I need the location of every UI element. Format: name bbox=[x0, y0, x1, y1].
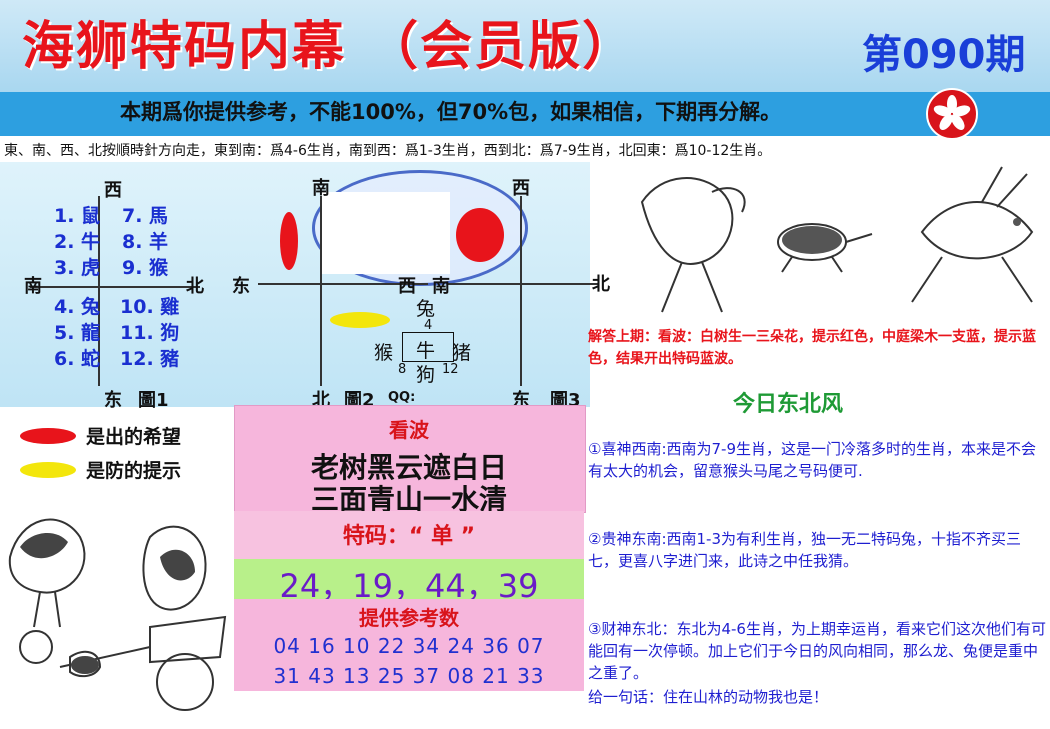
fig1-west-label: 西 bbox=[104, 180, 122, 201]
reference-title: 提供参考数 bbox=[359, 606, 459, 630]
fig2-vertical-line bbox=[320, 196, 322, 386]
grid-top-number: 4 bbox=[424, 318, 433, 333]
fig1-east-label: 东 bbox=[104, 390, 122, 411]
banner-text: 本期爲你提供参考，不能100%，但70%包，如果相信，下期再分解。 bbox=[120, 100, 782, 124]
fig3-horizontal-line bbox=[448, 283, 598, 285]
qq-label: QQ: bbox=[388, 390, 416, 405]
fig1-horizontal-line bbox=[30, 286, 200, 288]
zodiac-item: 11. 狗 bbox=[120, 322, 180, 344]
fig2-horizontal-line bbox=[258, 283, 428, 285]
red-circle-icon bbox=[456, 208, 504, 262]
fig1-north-label: 北 bbox=[186, 276, 204, 297]
tema-label: 特码：“ 单 ” bbox=[342, 524, 476, 549]
fig1-vertical-line bbox=[98, 196, 100, 386]
kanbo-title: 看波 bbox=[389, 418, 429, 442]
zodiac-item: 9. 猴 bbox=[122, 257, 169, 279]
header-background bbox=[0, 0, 1050, 92]
red-oval-icon bbox=[280, 212, 298, 270]
banner bbox=[0, 92, 1050, 136]
zodiac-item: 5. 龍 bbox=[54, 322, 101, 344]
grid-bottom-zodiac: 狗 bbox=[416, 364, 436, 386]
red-legend-icon bbox=[20, 428, 76, 444]
legend-red-text: 是出的希望 bbox=[86, 426, 182, 448]
hk-flower-icon bbox=[926, 88, 978, 140]
fig1-south-label: 南 bbox=[24, 276, 42, 297]
special-numbers: 24，19，44，39 bbox=[279, 567, 539, 605]
grid-left-zodiac: 猴 bbox=[374, 342, 394, 364]
fig1-caption: 圖1 bbox=[138, 390, 169, 411]
reference-row-2: 31 43 13 25 37 08 21 33 bbox=[273, 664, 545, 688]
zodiac-item: 10. 雞 bbox=[120, 296, 180, 318]
issue-number: 第090期 bbox=[862, 32, 1026, 78]
zodiac-item: 6. 蛇 bbox=[54, 348, 101, 370]
numbers-row bbox=[234, 559, 584, 599]
page-title: 海狮特码内幕 （会员版） bbox=[22, 16, 637, 77]
reference-row-1: 04 16 10 22 34 24 36 07 bbox=[273, 634, 545, 658]
grid-left-number: 8 bbox=[398, 362, 407, 377]
zodiac-item: 7. 馬 bbox=[122, 205, 169, 227]
grid-top-zodiac: 兔 bbox=[416, 298, 436, 320]
zodiac-item: 3. 虎 bbox=[54, 257, 101, 279]
paragraph-1: ①喜神西南:西南为7-9生肖，这是一门冷落多时的生肖，本来是不会有太大的机会，留… bbox=[588, 440, 1037, 480]
fig2-south-label: 南 bbox=[312, 178, 330, 199]
zodiac-item: 4. 兔 bbox=[54, 296, 101, 318]
fig3-vertical-line bbox=[520, 196, 522, 386]
legend-yellow-text: 是防的提示 bbox=[86, 460, 182, 482]
paragraph-2: ②贵神东南:西南1-3为有利生肖，独一无二特码兔，十指不齐买三七，更喜八字进门来… bbox=[588, 530, 1022, 570]
zodiac-item: 8. 羊 bbox=[122, 231, 169, 253]
grid-center-box bbox=[402, 332, 454, 362]
zodiac-item: 12. 豬 bbox=[120, 348, 180, 370]
grid-center-zodiac: 牛 bbox=[416, 340, 436, 362]
zodiac-item: 2. 牛 bbox=[54, 231, 101, 253]
previous-answer: 解答上期：看波：白树生一三朵花，提示红色，中庭梁木一支蓝，提示蓝色，结果开出特码… bbox=[588, 329, 1036, 367]
fig3-west-label: 西 bbox=[512, 178, 530, 199]
cartoon-tortoise-hare-sketch bbox=[622, 162, 1050, 322]
fig3-north-label: 北 bbox=[592, 274, 610, 295]
reference-box bbox=[234, 599, 584, 691]
yellow-oval-icon bbox=[330, 312, 390, 328]
today-wind-title: 今日东北风 bbox=[733, 392, 844, 417]
fig2-east-label: 东 bbox=[232, 276, 250, 297]
grid-right-zodiac: 猪 bbox=[452, 342, 472, 364]
poem-line-2: 三面青山一水清 bbox=[310, 483, 507, 516]
cartoon-rooster-cart-sketch bbox=[0, 497, 232, 725]
tema-row bbox=[234, 511, 584, 559]
zodiac-item: 1. 鼠 bbox=[54, 205, 101, 227]
rule-text: 東、南、西、北按順時針方向走，東到南：爲4-6生肖，南到西：爲1-3生肖，西到北… bbox=[4, 143, 772, 159]
paragraph-3: ③财神东北：东北为4-6生肖，为上期幸运肖，看来它们这次他们有可能回有一次停顿。… bbox=[588, 620, 1046, 682]
fig3-south-label: 南 bbox=[432, 276, 450, 297]
poem-line-1: 老树黑云遮白日 bbox=[310, 451, 507, 484]
paragraph-4: 给一句话：住在山林的动物我也是！ bbox=[588, 688, 829, 706]
kanbo-box bbox=[234, 405, 586, 513]
grid-right-number: 12 bbox=[442, 362, 459, 377]
fig2-west-label: 西 bbox=[398, 276, 416, 297]
fig2-blank-patch bbox=[322, 192, 450, 274]
yellow-legend-icon bbox=[20, 462, 76, 478]
